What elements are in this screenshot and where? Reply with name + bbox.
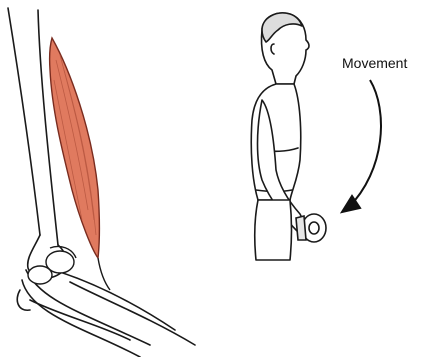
man-legs (255, 200, 292, 260)
movement-label: Movement (342, 55, 407, 71)
curved-arrow-icon (342, 80, 381, 212)
dumbbell-icon (296, 214, 326, 242)
